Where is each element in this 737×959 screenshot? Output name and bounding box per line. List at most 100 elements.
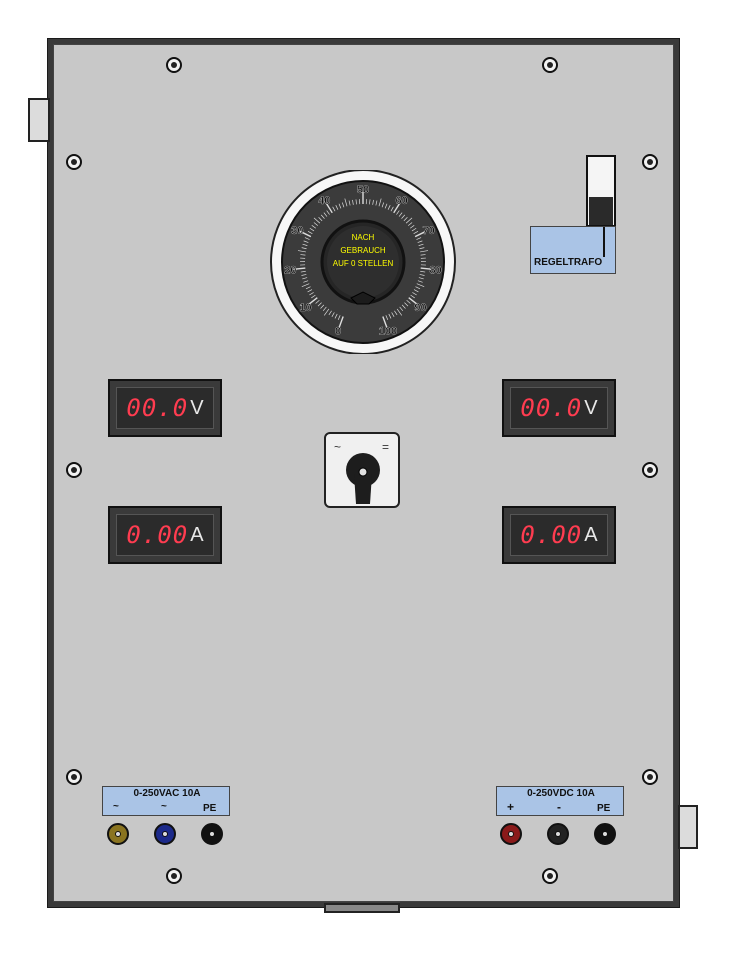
dial-tick xyxy=(417,280,423,283)
dc-symbol: = xyxy=(382,440,390,454)
dial-tick xyxy=(408,297,419,306)
dial-tick xyxy=(328,310,332,316)
ac-dc-selector[interactable]: ~ = xyxy=(324,432,400,508)
dial-tick xyxy=(401,304,406,309)
dial-tick xyxy=(355,199,357,205)
screw-icon xyxy=(642,462,658,478)
screw-icon xyxy=(66,769,82,785)
dial-tick xyxy=(302,243,308,246)
dial-tick xyxy=(416,237,422,240)
dial-scale-label: 40 xyxy=(318,195,330,207)
hinge-left[interactable] xyxy=(28,98,50,142)
dial-tick xyxy=(307,230,313,235)
dial-tick xyxy=(390,206,394,212)
dial-scale-label: 30 xyxy=(291,225,303,237)
dc-jack-plus[interactable] xyxy=(500,823,522,845)
dial-center-line2: GEBRAUCH xyxy=(340,246,386,255)
dial-tick xyxy=(309,227,315,232)
dial-tick xyxy=(331,312,335,317)
dial-tick xyxy=(412,292,417,296)
dial-tick xyxy=(420,267,433,271)
dial-tick xyxy=(418,243,424,246)
dial-tick xyxy=(326,210,330,215)
meter-unit: A xyxy=(584,523,598,546)
dc-jack-minus[interactable] xyxy=(547,823,569,845)
hinge-right[interactable] xyxy=(678,805,698,849)
dial-tick xyxy=(300,254,306,256)
meter-unit: A xyxy=(190,523,204,546)
dial-tick xyxy=(303,280,309,283)
dial-tick xyxy=(369,199,371,205)
dial-tick xyxy=(311,225,317,229)
ac-jack-1[interactable] xyxy=(107,823,129,845)
right-voltmeter: 00.0 V xyxy=(502,379,616,437)
dial-tick xyxy=(420,250,429,253)
left-voltmeter: 00.0 V xyxy=(108,379,222,437)
dial-tick xyxy=(318,217,323,222)
dial-tick xyxy=(300,270,306,273)
breaker-switch[interactable] xyxy=(586,155,616,227)
dial-tick xyxy=(414,230,427,238)
dial-tick xyxy=(311,294,316,299)
ac-jack-pe[interactable] xyxy=(201,823,223,845)
dc-jack-pe[interactable] xyxy=(594,823,616,845)
dial-scale-label: 20 xyxy=(284,265,296,277)
dial-tick xyxy=(315,299,320,304)
dial-scale-label: 50 xyxy=(357,184,369,196)
screw-icon xyxy=(166,868,182,884)
screw-icon xyxy=(642,154,658,170)
dial-tick xyxy=(420,270,426,273)
dc-output-label: 0-250VDC 10A xyxy=(527,788,595,799)
dial-tick xyxy=(304,237,310,240)
dial-tick xyxy=(415,286,421,290)
screw-icon xyxy=(166,57,182,73)
dial-tick xyxy=(320,304,325,309)
dial-tick xyxy=(338,316,344,329)
dial-tick xyxy=(409,225,415,229)
dc-terminal-label: - xyxy=(557,800,561,814)
meter-unit: V xyxy=(190,396,204,419)
meter-value: 00.0 xyxy=(126,394,189,422)
dial-tick xyxy=(320,214,325,219)
dial-tick xyxy=(417,240,423,243)
bottom-latch[interactable] xyxy=(324,903,400,913)
dial-ticks xyxy=(293,192,433,329)
dial-tick xyxy=(403,217,408,222)
ac-terminal-label: ~ xyxy=(161,801,167,812)
dial-scale-label: 0 xyxy=(335,326,341,338)
ac-jack-2[interactable] xyxy=(154,823,176,845)
dial-tick xyxy=(375,200,378,206)
dial-tick xyxy=(301,247,307,250)
dial-tick xyxy=(334,313,338,319)
dial-tick xyxy=(335,205,339,210)
dial-scale-label: 70 xyxy=(422,225,434,237)
left-ammeter: 0.00 A xyxy=(108,506,222,564)
dial-tick xyxy=(398,212,403,217)
dial-center-line1: NACH xyxy=(352,233,375,242)
dial-tick xyxy=(297,250,306,253)
screw-icon xyxy=(66,154,82,170)
dial-tick xyxy=(309,292,314,296)
dial-tick xyxy=(418,277,424,280)
dial-tick xyxy=(382,316,388,329)
dial-tick xyxy=(303,240,309,243)
dial-tick xyxy=(416,283,425,288)
screw-icon xyxy=(642,769,658,785)
ac-output-label: 0-250VAC 10A xyxy=(133,788,201,799)
dial-tick xyxy=(410,294,415,299)
dial-tick xyxy=(293,267,306,271)
dial-tick xyxy=(378,198,382,207)
dial-scale-label: 80 xyxy=(429,265,441,277)
breaker-lever[interactable] xyxy=(589,197,613,225)
dial-tick xyxy=(313,222,319,226)
dial-tick xyxy=(419,274,425,276)
dial-tick xyxy=(337,315,341,321)
screw-icon xyxy=(66,462,82,478)
dial-tick xyxy=(322,306,327,312)
dial-tick xyxy=(301,274,307,276)
dial-tick xyxy=(323,308,330,316)
rotary-knob-icon[interactable] xyxy=(338,444,388,506)
dial-center-line3: AUF 0 STELLEN xyxy=(333,259,394,268)
